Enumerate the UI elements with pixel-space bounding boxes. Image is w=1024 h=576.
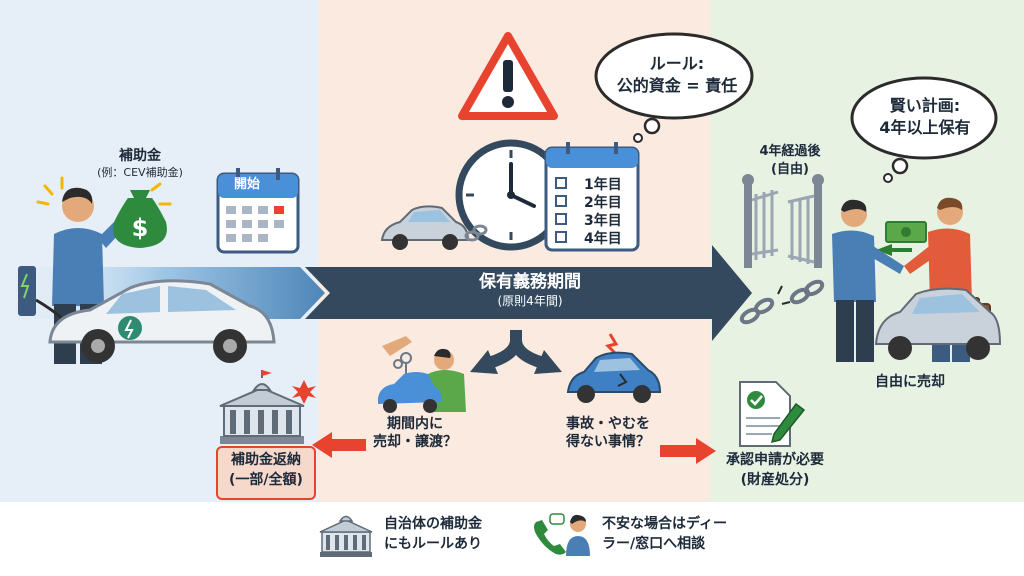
rule-line1: ルール:	[649, 54, 705, 73]
approval-line1: 承認申請が必要	[726, 452, 824, 468]
key-handover-icon	[378, 336, 466, 413]
after-period-line2: (自由)	[771, 162, 809, 177]
plan-thought-bubble	[850, 76, 998, 183]
subsidy-title: 補助金	[119, 148, 161, 164]
repay-box	[216, 446, 316, 500]
subsidy-example: (例：CEV補助金)	[97, 166, 183, 179]
year-3: 3年目	[584, 213, 622, 229]
plan-line2: 4年以上保有	[879, 118, 971, 137]
approval-arrow	[660, 438, 716, 464]
svg-text:$: $	[132, 214, 149, 242]
government-building-icon	[219, 370, 316, 444]
sell-within-line2: 売却・譲渡？	[373, 434, 457, 450]
year-2: 2年目	[584, 195, 622, 211]
electric-car-icon	[18, 266, 276, 363]
footer-gov-line2: にもルールあり	[384, 536, 482, 552]
calendar-start-label: 開始	[233, 177, 260, 192]
open-gate-icon	[742, 174, 824, 268]
repay-line2: (一部/全額)	[229, 472, 303, 488]
footer-consult-line1: 不安な場合はディー	[602, 516, 728, 532]
repay-arrow	[312, 432, 366, 458]
footer-gov-line1: 自治体の補助金	[384, 516, 482, 532]
year-calendar-icon	[544, 142, 640, 252]
footer-consult-line2: ラー/窓口へ相談	[602, 536, 706, 552]
approval-line2: (財産処分)	[740, 472, 810, 488]
year-list: 1年目 2年目 3年目 4年目	[584, 176, 622, 248]
main-arrow-subtitle: (原則4年間)	[497, 294, 563, 308]
accident-line1: 事故・やむを	[566, 416, 650, 432]
after-period-line1: 4年経過後	[759, 144, 821, 159]
repay-line1: 補助金返納	[231, 452, 301, 468]
chained-car-icon	[380, 205, 488, 250]
sell-within-line1: 期間内に	[387, 416, 443, 432]
damaged-car-icon	[566, 333, 662, 403]
phone-consult-icon	[534, 513, 590, 556]
plan-line1: 賢い計画:	[889, 96, 961, 115]
approval-document-icon	[739, 381, 806, 447]
start-calendar-icon	[216, 168, 300, 254]
rule-line2: 公的資金 = 責任	[616, 76, 738, 95]
main-arrow-title: 保有義務期間	[479, 272, 581, 292]
city-hall-icon	[319, 515, 373, 557]
year-4: 4年目	[584, 231, 622, 247]
warning-icon	[458, 32, 558, 120]
year-1: 1年目	[584, 177, 622, 193]
sell-freely-label: 自由に売却	[875, 374, 945, 390]
rule-thought-bubble	[594, 32, 754, 143]
footer-band	[0, 502, 1024, 576]
split-arrows	[470, 330, 562, 374]
accident-line2: 得ない事情？	[566, 434, 650, 450]
broken-chain-icon	[739, 279, 825, 325]
handshake-sale-icon	[832, 197, 1002, 362]
